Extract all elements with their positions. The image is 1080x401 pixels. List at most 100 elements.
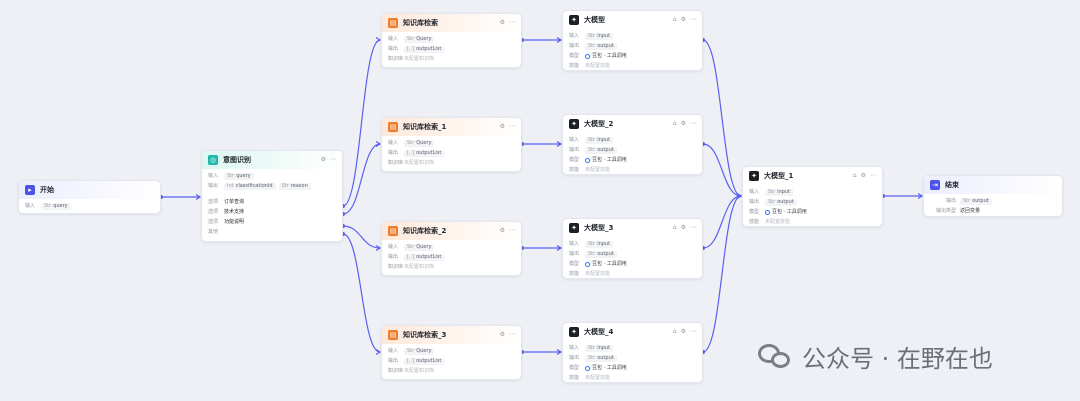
edge-intent-kb: [342, 233, 381, 353]
input-label: 输入: [388, 243, 399, 250]
settings-icon[interactable]: ⚙: [680, 120, 686, 127]
option-label: 选项: [208, 198, 219, 205]
model-label: 模型: [749, 208, 760, 215]
llm-icon: ✦: [569, 119, 579, 129]
more-icon[interactable]: ⋯: [509, 227, 515, 234]
edge-arrow: [556, 140, 563, 148]
kb-label: 知识库: [388, 159, 404, 166]
settings-icon[interactable]: ⚙: [499, 227, 505, 234]
param-tag: [..]outputList: [404, 149, 445, 157]
debug-icon[interactable]: ⌂: [672, 224, 677, 231]
node-title: 大模型: [584, 15, 605, 24]
debug-icon[interactable]: ⌂: [672, 16, 677, 23]
settings-icon[interactable]: ⚙: [680, 16, 686, 23]
settings-icon[interactable]: ⚙: [680, 224, 686, 231]
settings-icon[interactable]: ⚙: [499, 19, 505, 26]
node-title: 结束: [945, 180, 959, 189]
model-icon: [585, 157, 590, 163]
model-value: 豆包 · 工具调用: [592, 260, 627, 267]
more-icon[interactable]: ⋯: [690, 16, 696, 23]
else-label: 其他: [208, 228, 219, 235]
edge-intent-kb: [342, 143, 381, 215]
more-icon[interactable]: ⋯: [509, 331, 515, 338]
settings-icon[interactable]: ⚙: [680, 328, 686, 335]
more-icon[interactable]: ⋯: [690, 120, 696, 127]
database-icon: ▤: [388, 122, 398, 132]
input-label: 输入: [388, 35, 399, 42]
edge-arrow: [375, 36, 382, 44]
more-icon[interactable]: ⋯: [509, 19, 515, 26]
edge-arrow: [375, 348, 382, 356]
node-title: 开始: [40, 185, 54, 194]
debug-icon[interactable]: ⌂: [672, 328, 677, 335]
input-label: 输入: [749, 188, 760, 195]
kb-value: 未配置知识库: [404, 367, 435, 374]
more-icon[interactable]: ⋯: [509, 123, 515, 130]
node-title: 知识库检索_3: [403, 330, 447, 339]
model-icon: [585, 365, 590, 371]
more-icon[interactable]: ⋯: [330, 156, 336, 163]
input-label: 输入: [388, 139, 399, 146]
model-label: 模型: [569, 156, 580, 163]
node-title: 知识库检索_2: [403, 226, 447, 235]
edge-intent-kb: [342, 39, 381, 207]
debug-icon[interactable]: ⌂: [852, 172, 857, 179]
skill-value: 未配置技能: [765, 218, 791, 225]
output-type-value: 返回变量: [960, 207, 981, 214]
llm-icon: ✦: [749, 171, 759, 181]
node-title: 大模型_1: [764, 171, 794, 180]
param-tag: [..]outputList: [404, 45, 445, 53]
skill-label: 技能: [569, 166, 580, 173]
llm-icon: ✦: [569, 223, 579, 233]
settings-icon[interactable]: ⚙: [860, 172, 866, 179]
debug-icon[interactable]: ⌂: [672, 120, 677, 127]
kb-label: 知识库: [388, 367, 404, 374]
kb-value: 未配置知识库: [404, 263, 435, 270]
edge-arrow: [736, 192, 743, 200]
more-icon[interactable]: ⋯: [690, 328, 696, 335]
skill-label: 技能: [569, 62, 580, 69]
more-icon[interactable]: ⋯: [690, 224, 696, 231]
settings-icon[interactable]: ⚙: [499, 123, 505, 130]
output-label: 输出: [388, 357, 399, 364]
kb-label: 知识库: [388, 55, 404, 62]
model-label: 模型: [569, 52, 580, 59]
intent-icon: ◎: [208, 155, 218, 165]
model-icon: [765, 209, 770, 215]
end-icon: ⇥: [930, 180, 940, 190]
output-label: 输出: [569, 42, 580, 49]
edge-llm-main: [702, 143, 742, 197]
output-label: 输出: [569, 250, 580, 257]
node-title: 大模型_4: [584, 327, 614, 336]
edge-arrow: [195, 193, 202, 201]
settings-icon[interactable]: ⚙: [320, 156, 326, 163]
input-label: 输入: [569, 344, 580, 351]
input-label: 输入: [208, 172, 219, 179]
model-value: 豆包 · 工具调用: [592, 52, 627, 59]
settings-icon[interactable]: ⚙: [499, 331, 505, 338]
model-icon: [585, 261, 590, 267]
more-icon[interactable]: ⋯: [870, 172, 876, 179]
param-tag: [..]outputList: [404, 357, 445, 365]
